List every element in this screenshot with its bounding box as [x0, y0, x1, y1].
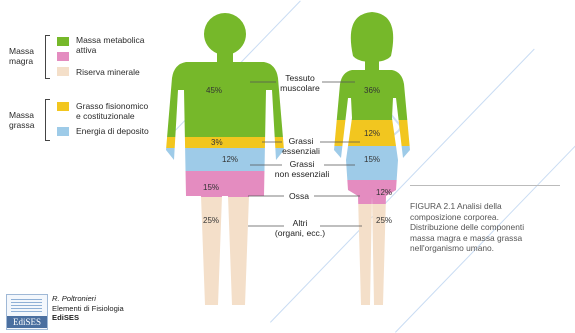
logo-stripes: [11, 299, 42, 313]
callout-line-text: Ossa: [284, 191, 314, 201]
publisher-name: EdiSES: [52, 313, 124, 323]
author: R. Poltronieri: [52, 294, 124, 304]
figure-caption: FIGURA 2.1 Analisi della composizione co…: [410, 201, 570, 254]
male-muscle-band: [160, 10, 290, 137]
male-other-pct: 25%: [203, 216, 219, 225]
callout-other: Altri (organi, ecc.): [268, 218, 332, 238]
callout-essential: Grassi essenziali: [276, 136, 326, 156]
callout-line-text: non essenziali: [266, 169, 338, 179]
callout-line-text: Grassi: [276, 136, 326, 146]
female-bone-band: [325, 180, 420, 204]
caption-line: massa magra e massa grassa: [410, 233, 570, 244]
caption-divider: [410, 185, 560, 186]
callout-line-text: muscolare: [272, 83, 328, 93]
female-bone-pct: 12%: [376, 188, 392, 197]
callout-muscle: Tessuto muscolare: [272, 73, 328, 93]
callout-line-text: Tessuto: [272, 73, 328, 83]
male-muscle-pct: 45%: [206, 86, 222, 95]
callout-bone: Ossa: [284, 191, 314, 201]
book-title: Elementi di Fisiologia: [52, 304, 124, 314]
callout-nonessential: Grassi non essenziali: [266, 159, 338, 179]
caption-line: composizione corporea.: [410, 212, 570, 223]
publisher-logo: EdiSES: [6, 294, 48, 330]
callout-line-text: essenziali: [276, 146, 326, 156]
callout-line-text: Grassi: [266, 159, 338, 169]
male-storage-fat-pct: 12%: [222, 155, 238, 164]
male-bone-pct: 15%: [203, 183, 219, 192]
male-other-band: [160, 197, 290, 307]
caption-line: Distribuzione delle componenti: [410, 222, 570, 233]
female-storage-fat-pct: 15%: [364, 155, 380, 164]
male-essential-fat-pct: 3%: [211, 138, 223, 147]
female-other-band: [325, 204, 420, 307]
female-muscle-pct: 36%: [364, 86, 380, 95]
female-essential-fat-pct: 12%: [364, 129, 380, 138]
male-essential-fat-band: [160, 137, 290, 148]
caption-line: nell'organismo umano.: [410, 243, 570, 254]
logo-text: EdiSES: [7, 316, 47, 328]
publisher-info: R. Poltronieri Elementi di Fisiologia Ed…: [52, 294, 124, 323]
callout-line-text: (organi, ecc.): [268, 228, 332, 238]
caption-line: FIGURA 2.1 Analisi della: [410, 201, 570, 212]
female-other-pct: 25%: [376, 216, 392, 225]
female-muscle-band: [325, 8, 420, 120]
callout-line-text: Altri: [268, 218, 332, 228]
